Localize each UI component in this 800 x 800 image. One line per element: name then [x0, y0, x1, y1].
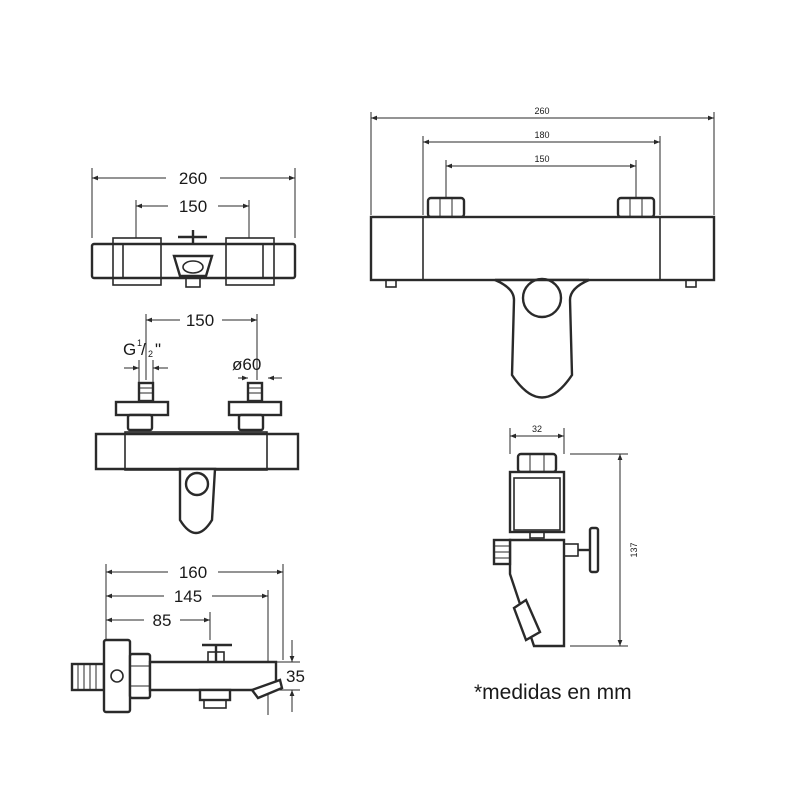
side-dim-160: 160: [179, 563, 207, 582]
svg-text:": ": [155, 340, 161, 359]
units-note: *medidas en mm: [474, 681, 632, 704]
front-dim-180: 180: [534, 130, 549, 140]
top-view: 260 150: [90, 168, 297, 288]
end-dim-137: 137: [629, 542, 639, 557]
top-dim-260: 260: [179, 169, 207, 188]
end-view: 32 137: [492, 424, 639, 648]
side-dim-145: 145: [174, 587, 202, 606]
top-dim-150: 150: [179, 197, 207, 216]
end-dim-32: 32: [532, 424, 542, 434]
svg-text:G: G: [123, 340, 136, 359]
rear-dim-150: 150: [186, 311, 214, 330]
rear-dim-diameter: ø60: [232, 355, 261, 374]
svg-text:/: /: [141, 340, 146, 359]
rear-view: 150 G 1 / 2 " ø60: [94, 311, 300, 535]
thread-label: G 1 / 2 ": [123, 338, 161, 359]
front-dim-260: 260: [534, 106, 549, 116]
side-dim-35: 35: [286, 667, 305, 686]
svg-text:1: 1: [137, 338, 142, 348]
front-dim-150: 150: [534, 154, 549, 164]
side-dim-85: 85: [153, 611, 172, 630]
svg-text:2: 2: [148, 349, 153, 359]
front-view: 260 180 150: [369, 106, 716, 399]
side-view: 160 145 85 35: [70, 563, 305, 715]
